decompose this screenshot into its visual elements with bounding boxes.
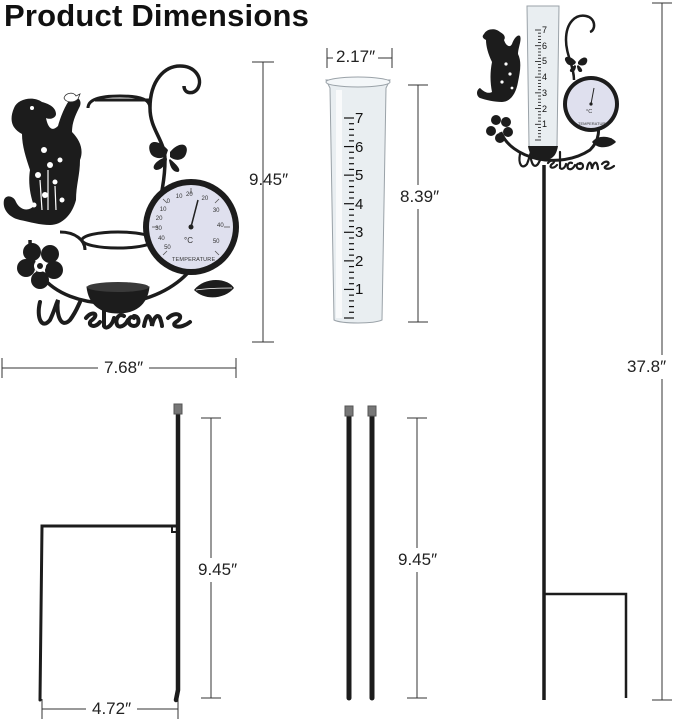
tube-scale-number: 3 <box>355 224 364 242</box>
decor-width-label: 7.68″ <box>98 358 150 378</box>
rain-gauge-tube <box>325 76 391 324</box>
small-tube-scale-number: 2 <box>542 103 548 114</box>
tube-scale-ticks <box>344 117 354 319</box>
small-tube-scale-number: 1 <box>542 119 548 130</box>
thermometer-scale-number: 50 <box>164 244 171 251</box>
page-title: Product Dimensions <box>4 0 310 33</box>
stake-height-label: 9.45″ <box>198 558 238 582</box>
leaf-icon <box>194 280 234 298</box>
small-dog-silhouette-icon <box>477 29 521 102</box>
tube-scale-number: 7 <box>355 110 364 127</box>
thermometer-scale-number: 0 <box>166 198 170 205</box>
small-thermometer-label: TEMPERATURE <box>578 121 608 126</box>
thermometer-scale-number: 30 <box>155 226 162 233</box>
thermometer-scale-number: 40 <box>217 223 224 229</box>
small-butterfly-icon <box>564 56 588 72</box>
bird-icon <box>63 92 81 103</box>
small-flower-icon <box>486 115 513 143</box>
tube-scale-number: 2 <box>355 252 364 270</box>
thermometer-scale-number: 40 <box>158 236 165 243</box>
thermometer-scale-number: 50 <box>212 238 220 245</box>
thermometer-scale-number: 10 <box>159 206 167 213</box>
ground-stake <box>38 403 183 703</box>
tube-scale-number: 5 <box>355 167 364 185</box>
small-tube-scale-number: 7 <box>542 25 548 35</box>
small-thermometer <box>563 76 619 132</box>
tube-scale-number: 4 <box>355 195 364 213</box>
small-thermometer-unit: °C <box>586 109 593 115</box>
thermometer-scale-number: 20 <box>186 192 193 198</box>
small-tube-scale-ticks <box>535 29 541 141</box>
stake-width-label: 4.72″ <box>86 699 138 719</box>
extension-rods <box>344 405 377 701</box>
decor-height-label: 9.45″ <box>249 170 289 189</box>
thermometer-scale-number: 20 <box>201 196 209 203</box>
assembled-unit <box>477 5 628 700</box>
thermometer-scale-number: 20 <box>155 216 163 223</box>
thermometer-scale-number: 10 <box>175 193 183 200</box>
thermometer-needle <box>190 199 199 228</box>
small-leaf-icon <box>592 136 616 148</box>
dog-silhouette-icon <box>3 97 82 225</box>
small-tube-scale-number: 5 <box>542 56 548 67</box>
small-tube-scale-number: 6 <box>542 40 548 51</box>
thermometer-ticks <box>152 188 230 256</box>
total-height-label: 37.8″ <box>627 355 667 379</box>
small-welcome-script-icon <box>518 150 616 171</box>
thermometer <box>143 179 239 275</box>
small-tube-scale-number: 4 <box>542 72 548 83</box>
small-tube-scale-number: 3 <box>542 87 548 98</box>
rod-height-label: 9.45″ <box>398 548 438 572</box>
butterfly-icon <box>149 141 187 172</box>
flower-icon <box>17 243 63 289</box>
thermometer-label: TEMPERATURE <box>172 257 216 263</box>
thermometer-unit: °C <box>184 236 193 245</box>
tube-diameter-label: 2.17″ <box>333 47 379 67</box>
thermometer-scale-number: 30 <box>212 207 220 214</box>
tube-scale-number: 6 <box>355 138 364 156</box>
tube-height-label: 8.39″ <box>400 185 440 209</box>
tube-scale-number: 1 <box>355 281 364 299</box>
welcome-script-icon <box>36 298 192 330</box>
